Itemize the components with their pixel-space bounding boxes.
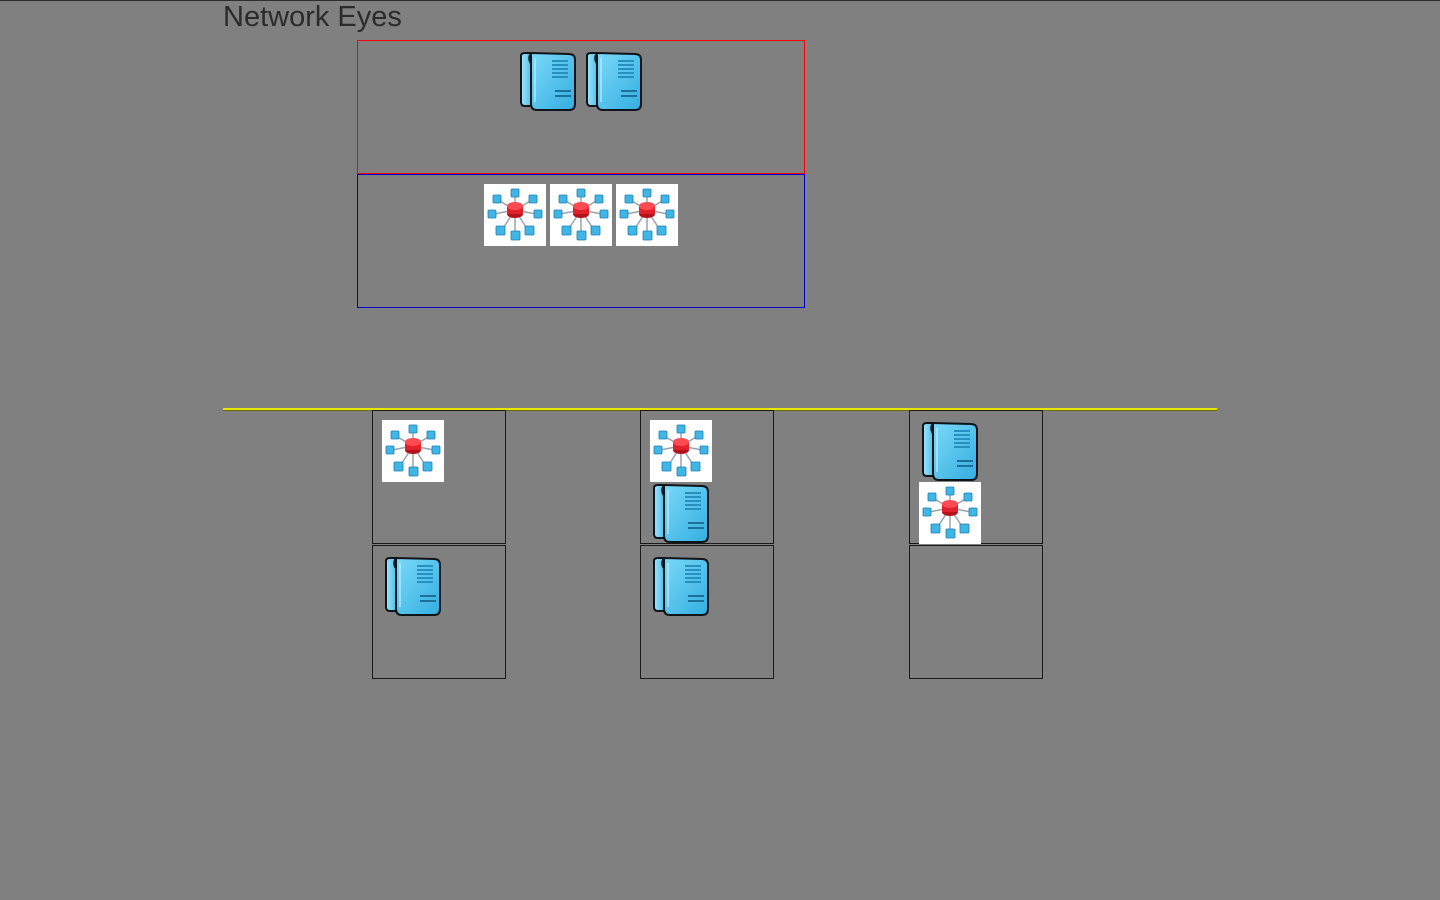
server-icon[interactable] (919, 420, 981, 482)
server-icon[interactable] (382, 555, 444, 617)
network-pool-items (358, 184, 804, 246)
network-icon[interactable] (550, 184, 612, 246)
network-icon[interactable] (382, 420, 444, 482)
slot-r1-c1[interactable] (372, 410, 506, 544)
server-icon[interactable] (650, 482, 712, 544)
server-icon[interactable] (583, 50, 645, 112)
network-icon[interactable] (919, 482, 981, 544)
network-pool[interactable] (357, 174, 805, 308)
slot-r1-c3[interactable] (909, 410, 1043, 544)
network-icon[interactable] (650, 420, 712, 482)
top-border-line (0, 0, 1440, 1)
server-pool[interactable] (357, 40, 805, 174)
slot-r2-c1[interactable] (372, 545, 506, 679)
server-icon[interactable] (650, 555, 712, 617)
network-icon[interactable] (484, 184, 546, 246)
network-icon[interactable] (616, 184, 678, 246)
slot-r2-c2[interactable] (640, 545, 774, 679)
slot-items (919, 420, 981, 544)
slot-r2-c3[interactable] (909, 545, 1043, 679)
slot-r1-c2[interactable] (640, 410, 774, 544)
slot-items (382, 420, 444, 482)
server-pool-items (358, 50, 804, 112)
page-title: Network Eyes (223, 1, 402, 33)
slot-items (650, 420, 712, 544)
server-icon[interactable] (517, 50, 579, 112)
slot-items (382, 555, 444, 617)
slot-items (650, 555, 712, 617)
